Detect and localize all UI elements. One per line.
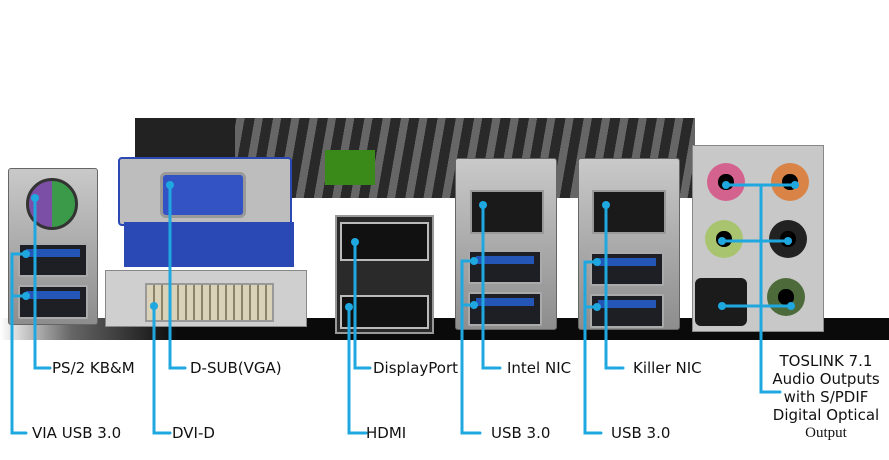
via-usb-port-2 (18, 285, 88, 319)
heatsink-accent (325, 150, 375, 185)
label-audio: TOSLINK 7.1 Audio Outputs with S/PDIF Di… (770, 352, 882, 442)
toslink-port (695, 278, 747, 326)
label-usb-b: USB 3.0 (611, 424, 671, 442)
label-dvi: DVI-D (172, 424, 215, 442)
label-dsub: D-SUB(VGA) (190, 359, 282, 377)
killer-rj45-port (592, 190, 666, 234)
vga-connector (160, 172, 246, 218)
audio-jack-orange (771, 163, 809, 201)
usb-port-a2 (468, 292, 542, 326)
label-audio-line2: Audio Outputs (772, 370, 880, 388)
label-hdmi: HDMI (366, 424, 407, 442)
label-via-usb: VIA USB 3.0 (32, 424, 122, 442)
label-killer-nic: Killer NIC (633, 359, 702, 377)
dvi-pins (145, 283, 274, 322)
vga-mount (124, 222, 294, 267)
audio-jack-gray (767, 278, 805, 316)
capacitor-block (135, 118, 235, 163)
label-audio-line1: TOSLINK 7.1 (779, 352, 873, 370)
usb-port-b1 (590, 252, 664, 286)
label-ps2: PS/2 KB&M (52, 359, 135, 377)
usb-port-b2 (590, 294, 664, 328)
label-intel-nic: Intel NIC (507, 359, 572, 377)
label-displayport: DisplayPort (373, 359, 459, 377)
label-usb-a: USB 3.0 (491, 424, 551, 442)
label-audio-line3: with S/PDIF (783, 388, 869, 406)
via-usb-port-1 (18, 243, 88, 277)
label-audio-line4: Digital Optical (772, 406, 880, 424)
usb-port-a1 (468, 250, 542, 284)
label-audio-line5: Output (805, 425, 847, 441)
